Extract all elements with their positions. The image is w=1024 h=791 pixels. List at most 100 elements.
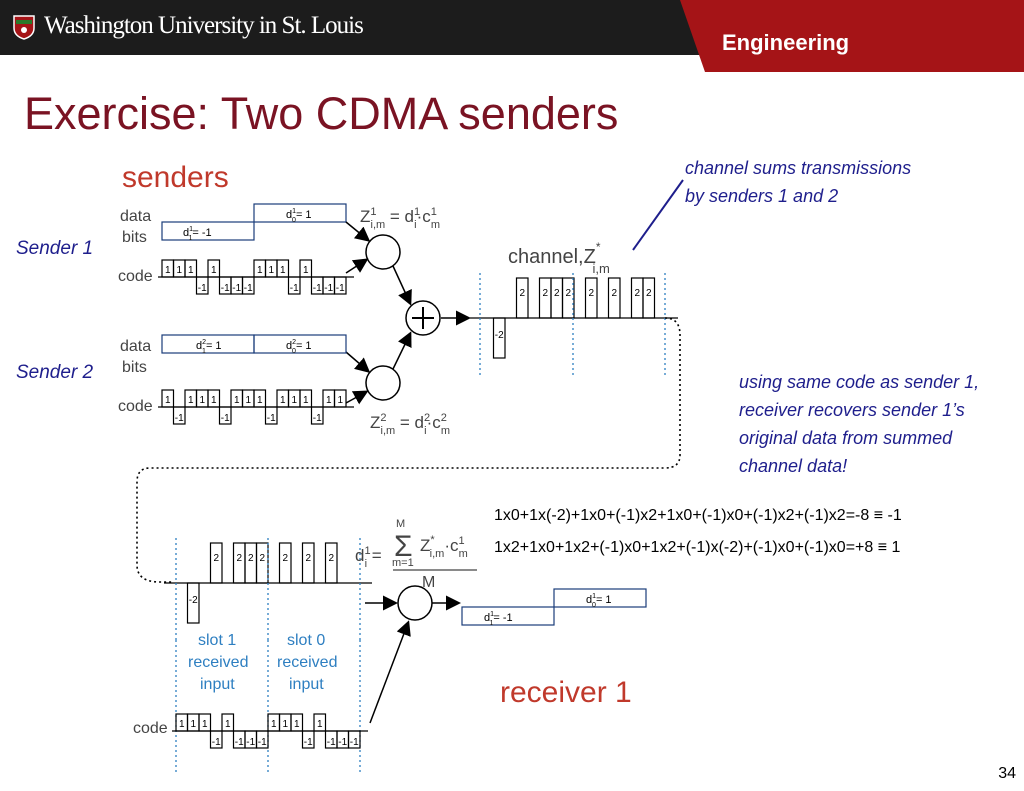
code-chip-label: 1 — [282, 719, 288, 730]
senders-title: senders — [122, 161, 229, 194]
code-chip-label: 1 — [176, 265, 182, 276]
page-number: 34 — [998, 765, 1016, 782]
code-chip-label: -1 — [235, 737, 244, 748]
code-chip-label: -1 — [232, 283, 241, 294]
code-chip-label: 1 — [280, 265, 286, 276]
s2-data-label: data — [120, 338, 151, 355]
code-chip — [207, 389, 221, 408]
callout-receiver-line1: using same code as sender 1, — [739, 372, 980, 392]
callout-receiver-line3: original data from summed — [739, 428, 953, 448]
signal-chip — [186, 582, 200, 624]
signal-chip-label: 2 — [328, 553, 334, 564]
signal-chip — [278, 542, 292, 584]
code-chip — [264, 406, 278, 425]
code-chip-label: 1 — [317, 719, 323, 730]
code-chip-label: 1 — [291, 395, 297, 406]
signal-chip-label: 2 — [646, 288, 652, 299]
equation-slot0: 1x2+1x0+1x2+(-1)x0+1x2+(-1)x(-2)+(-1)x0+… — [494, 539, 901, 556]
code-chip-label: -1 — [244, 283, 253, 294]
code-chip — [301, 730, 315, 749]
code-chip — [299, 259, 313, 278]
page-title: Exercise: Two CDMA senders — [24, 88, 619, 139]
slot1-line1: slot 1 — [198, 632, 236, 649]
code-chip-label: -1 — [267, 413, 276, 424]
code-chip — [161, 389, 175, 408]
sender1-label: Sender 1 — [16, 238, 94, 259]
code-chip — [172, 406, 186, 425]
code-chip-label: -1 — [258, 737, 267, 748]
signal-chip — [607, 277, 621, 319]
rx-bit-d0-box — [553, 588, 647, 608]
code-chip-label: 1 — [257, 265, 263, 276]
s1-code-label: code — [118, 268, 153, 285]
code-chip-label: 1 — [234, 395, 240, 406]
signal-chip-label: 2 — [554, 288, 560, 299]
header-bar: Washington University in St. Louis Engin… — [0, 0, 1024, 72]
signal-chip — [642, 277, 656, 319]
code-chip-label: 1 — [211, 265, 217, 276]
signal-chip-label: 2 — [542, 288, 548, 299]
code-chip — [255, 730, 269, 749]
code-chip — [333, 276, 347, 295]
code-chip — [310, 406, 324, 425]
signal-chip — [492, 317, 506, 359]
s1-bits-label: bits — [122, 229, 147, 246]
code-chip — [290, 713, 304, 732]
signal-chip-label: 2 — [236, 553, 242, 564]
signal-chip-label: 2 — [282, 553, 288, 564]
code-chip-label: 1 — [257, 395, 263, 406]
code-chip — [221, 713, 235, 732]
rx-code-label: code — [133, 720, 168, 737]
code-chip-label: -1 — [290, 283, 299, 294]
code-chip — [198, 713, 212, 732]
s2-bits-label: bits — [122, 359, 147, 376]
s1-bit-d1-box — [161, 221, 255, 241]
code-chip-label: -1 — [336, 283, 345, 294]
svg-text:Σ: Σ — [394, 530, 413, 563]
code-chip-label: -1 — [212, 737, 221, 748]
code-chip — [287, 276, 301, 295]
code-chip-label: 1 — [303, 395, 309, 406]
slot1-line2: received — [188, 654, 248, 671]
signal-chip — [584, 277, 598, 319]
code-chip — [207, 259, 221, 278]
svg-text:M: M — [396, 518, 405, 530]
callout-channel-line2: by senders 1 and 2 — [685, 186, 839, 206]
code-chip-label: 1 — [271, 719, 277, 730]
code-chip — [313, 713, 327, 732]
sender2-label: Sender 2 — [16, 362, 94, 383]
signal-chip-label: 2 — [213, 553, 219, 564]
callout-receiver-line2: receiver recovers sender 1’s — [739, 400, 965, 420]
code-chip — [184, 259, 198, 278]
channel-label: channel,Z*i,m — [508, 240, 610, 276]
s1-bit-d0-box — [253, 203, 347, 223]
signal-chip-label: 2 — [305, 553, 311, 564]
callout-receiver-line4: channel data! — [739, 456, 848, 476]
s1-data-label: data — [120, 208, 151, 225]
code-chip — [218, 406, 232, 425]
signal-chip — [515, 277, 529, 319]
signal-chip — [301, 542, 315, 584]
signal-chip-label: 2 — [634, 288, 640, 299]
university-name: Washington University in St. Louis — [44, 12, 364, 39]
slot0-line3: input — [289, 676, 324, 693]
code-chip-label: 1 — [303, 265, 309, 276]
code-chip-label: -1 — [246, 737, 255, 748]
svg-text:m=1: m=1 — [392, 557, 414, 569]
code-chip-label: -1 — [313, 413, 322, 424]
signal-chip — [561, 277, 575, 319]
code-chip-label: 1 — [245, 395, 251, 406]
code-chip-label: 1 — [268, 265, 274, 276]
header-background — [0, 0, 1024, 72]
s2-code-label: code — [118, 398, 153, 415]
